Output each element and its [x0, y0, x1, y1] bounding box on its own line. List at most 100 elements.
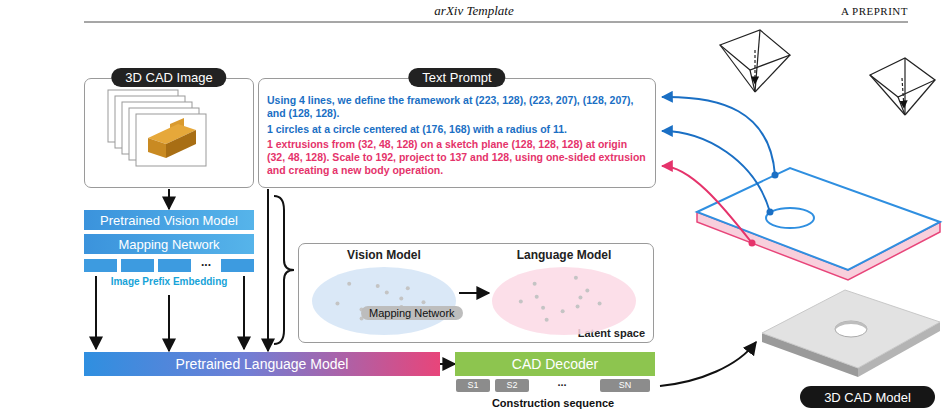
embedding-point	[422, 300, 426, 304]
decoder-bar: CAD Decoder	[455, 352, 655, 376]
connector-group	[268, 189, 269, 351]
model-bar: Pretrained Language Model	[84, 352, 440, 376]
connector	[168, 189, 170, 209]
embedding-point	[533, 282, 537, 286]
embedding-point	[335, 301, 339, 305]
embedding-point	[519, 300, 523, 304]
camera-icon	[902, 78, 904, 108]
node-title: Vision Model	[309, 248, 459, 262]
image-stack	[148, 138, 166, 158]
embedding-point	[541, 306, 545, 310]
embedding-point	[576, 305, 580, 309]
ellipse-outline	[312, 267, 456, 335]
camera-icon	[905, 80, 935, 115]
embedding-point	[598, 302, 602, 306]
sketch-plane	[766, 208, 814, 228]
ellipse-outline	[489, 264, 639, 338]
prompt-pointer	[662, 97, 775, 175]
embedding-point	[347, 282, 351, 286]
connector-group	[440, 364, 455, 365]
connector	[267, 189, 269, 351]
sketch-plane	[697, 168, 940, 280]
camera-icon	[755, 30, 760, 92]
embedding-point	[574, 276, 578, 280]
embedding-point	[376, 284, 380, 288]
prefix-arrow	[243, 276, 245, 349]
image-stack	[136, 114, 206, 166]
node-title: Mapping Network	[118, 237, 219, 252]
node-text: Using 4 lines, we define the framework a…	[267, 94, 647, 120]
image-stack	[166, 130, 196, 158]
sequence-caption: Construction sequence	[492, 397, 614, 409]
cad-model-render	[762, 290, 940, 368]
connector	[168, 295, 170, 351]
camera-icon	[720, 45, 755, 92]
embedding-point	[399, 297, 403, 301]
embedding-point	[561, 309, 565, 313]
latent-panel: Latent spaceVision ModelLanguage ModelMa…	[298, 243, 654, 343]
embedding-block	[84, 259, 254, 272]
embedding-point	[578, 296, 582, 300]
prompt-pointer	[749, 240, 756, 247]
embedding-point	[585, 288, 589, 292]
sequence-cell	[600, 379, 650, 392]
camera-icon	[904, 58, 905, 115]
connector-group	[169, 295, 170, 351]
embedding-point	[406, 286, 410, 290]
embedding-point	[535, 295, 539, 299]
embedding-point	[545, 318, 549, 322]
prompt-pointer	[767, 209, 774, 216]
node-title: Mapping Network	[369, 307, 455, 319]
prompt-pointer	[662, 166, 752, 243]
sequence-token: S1	[467, 379, 478, 392]
prefix-arrow	[95, 276, 97, 349]
prompt-pointer	[772, 172, 779, 179]
running-header: arXiv Template	[434, 3, 513, 19]
bracket	[274, 196, 294, 344]
sequence-token: SN	[619, 379, 632, 392]
sequence-cell	[495, 379, 529, 392]
sequence-token: ...	[557, 376, 566, 388]
latent-ellipse: Vision Model	[309, 248, 459, 338]
cad-model-render	[835, 321, 867, 337]
input-panel: 3D CAD Image	[84, 78, 254, 188]
node-title: Pretrained Language Model	[176, 356, 349, 372]
node-title: Text Prompt	[408, 68, 505, 87]
prompt-panel: Text PromptUsing 4 lines, we define the …	[258, 78, 656, 188]
embedding-point	[385, 291, 389, 295]
image-stack	[108, 90, 206, 166]
embedding-block	[221, 259, 254, 272]
cad-model-render	[835, 321, 867, 332]
model-bar: Mapping Network	[84, 234, 254, 254]
embedding-block	[84, 259, 117, 272]
node-text: Image Prefix Embedding	[111, 276, 228, 287]
camera-icon	[870, 75, 905, 115]
camera-icon	[754, 50, 755, 84]
prompt-pointer	[662, 97, 779, 247]
node-title: CAD Decoder	[512, 356, 598, 372]
embedding-row: ... Image Prefix Embedding	[84, 258, 254, 294]
running-header: A PREPRINT	[841, 5, 908, 17]
model-bar: Pretrained Vision Model	[84, 210, 254, 230]
node-title: Language Model	[489, 248, 639, 262]
camera-icon	[720, 30, 935, 115]
output-pill: 3D CAD Model	[800, 386, 935, 408]
camera-icon	[750, 70, 755, 92]
connector	[459, 292, 489, 294]
sequence-token: S2	[506, 379, 517, 392]
embedding-block	[121, 259, 154, 272]
node-text: 1 circles at a circle centered at (176, …	[267, 123, 647, 136]
output-arrow	[660, 342, 756, 386]
node-title: 3D CAD Image	[111, 68, 226, 87]
ellipse-outline	[492, 267, 636, 335]
mapping-pill: Mapping Network	[361, 306, 463, 320]
latent-ellipse: Language Model	[489, 248, 639, 338]
connector-group	[459, 293, 489, 294]
node-title: ...	[201, 255, 211, 269]
header-rule	[84, 22, 908, 23]
cad-model-render	[762, 290, 940, 377]
camera-icon	[755, 55, 790, 92]
connector-group	[169, 189, 170, 209]
ellipse-outline	[309, 264, 459, 338]
